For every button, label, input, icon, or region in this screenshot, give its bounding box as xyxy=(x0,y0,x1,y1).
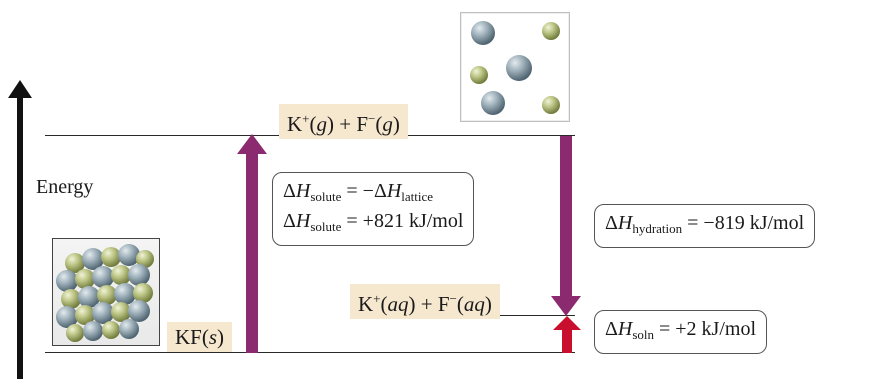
energy-axis-label: Energy xyxy=(36,176,93,199)
solute-enthalpy-box: ΔHsolute = −ΔHlattice ΔHsolute = +821 kJ… xyxy=(272,172,474,246)
hydration-enthalpy-box: ΔHhydration = −819 kJ/mol xyxy=(594,204,815,248)
hydration-down-arrow xyxy=(551,136,581,316)
solute-line-2: ΔHsolute = +821 kJ/mol xyxy=(283,209,463,239)
solution-enthalpy-box: ΔHsoln = +2 kJ/mol xyxy=(594,310,767,354)
aqueous-ions-label: K+(aq) + F−(aq) xyxy=(350,284,500,319)
gaseous-ions-image xyxy=(460,12,570,122)
solid-kf-label: KF(s) xyxy=(167,322,232,352)
solute-line-1: ΔHsolute = −ΔHlattice xyxy=(283,179,463,209)
gas-ions-label: K+(g) + F−(g) xyxy=(279,104,408,139)
soln-up-arrow xyxy=(553,316,581,353)
kf-crystal-lattice-image xyxy=(52,238,160,346)
solute-up-arrow xyxy=(237,134,267,353)
